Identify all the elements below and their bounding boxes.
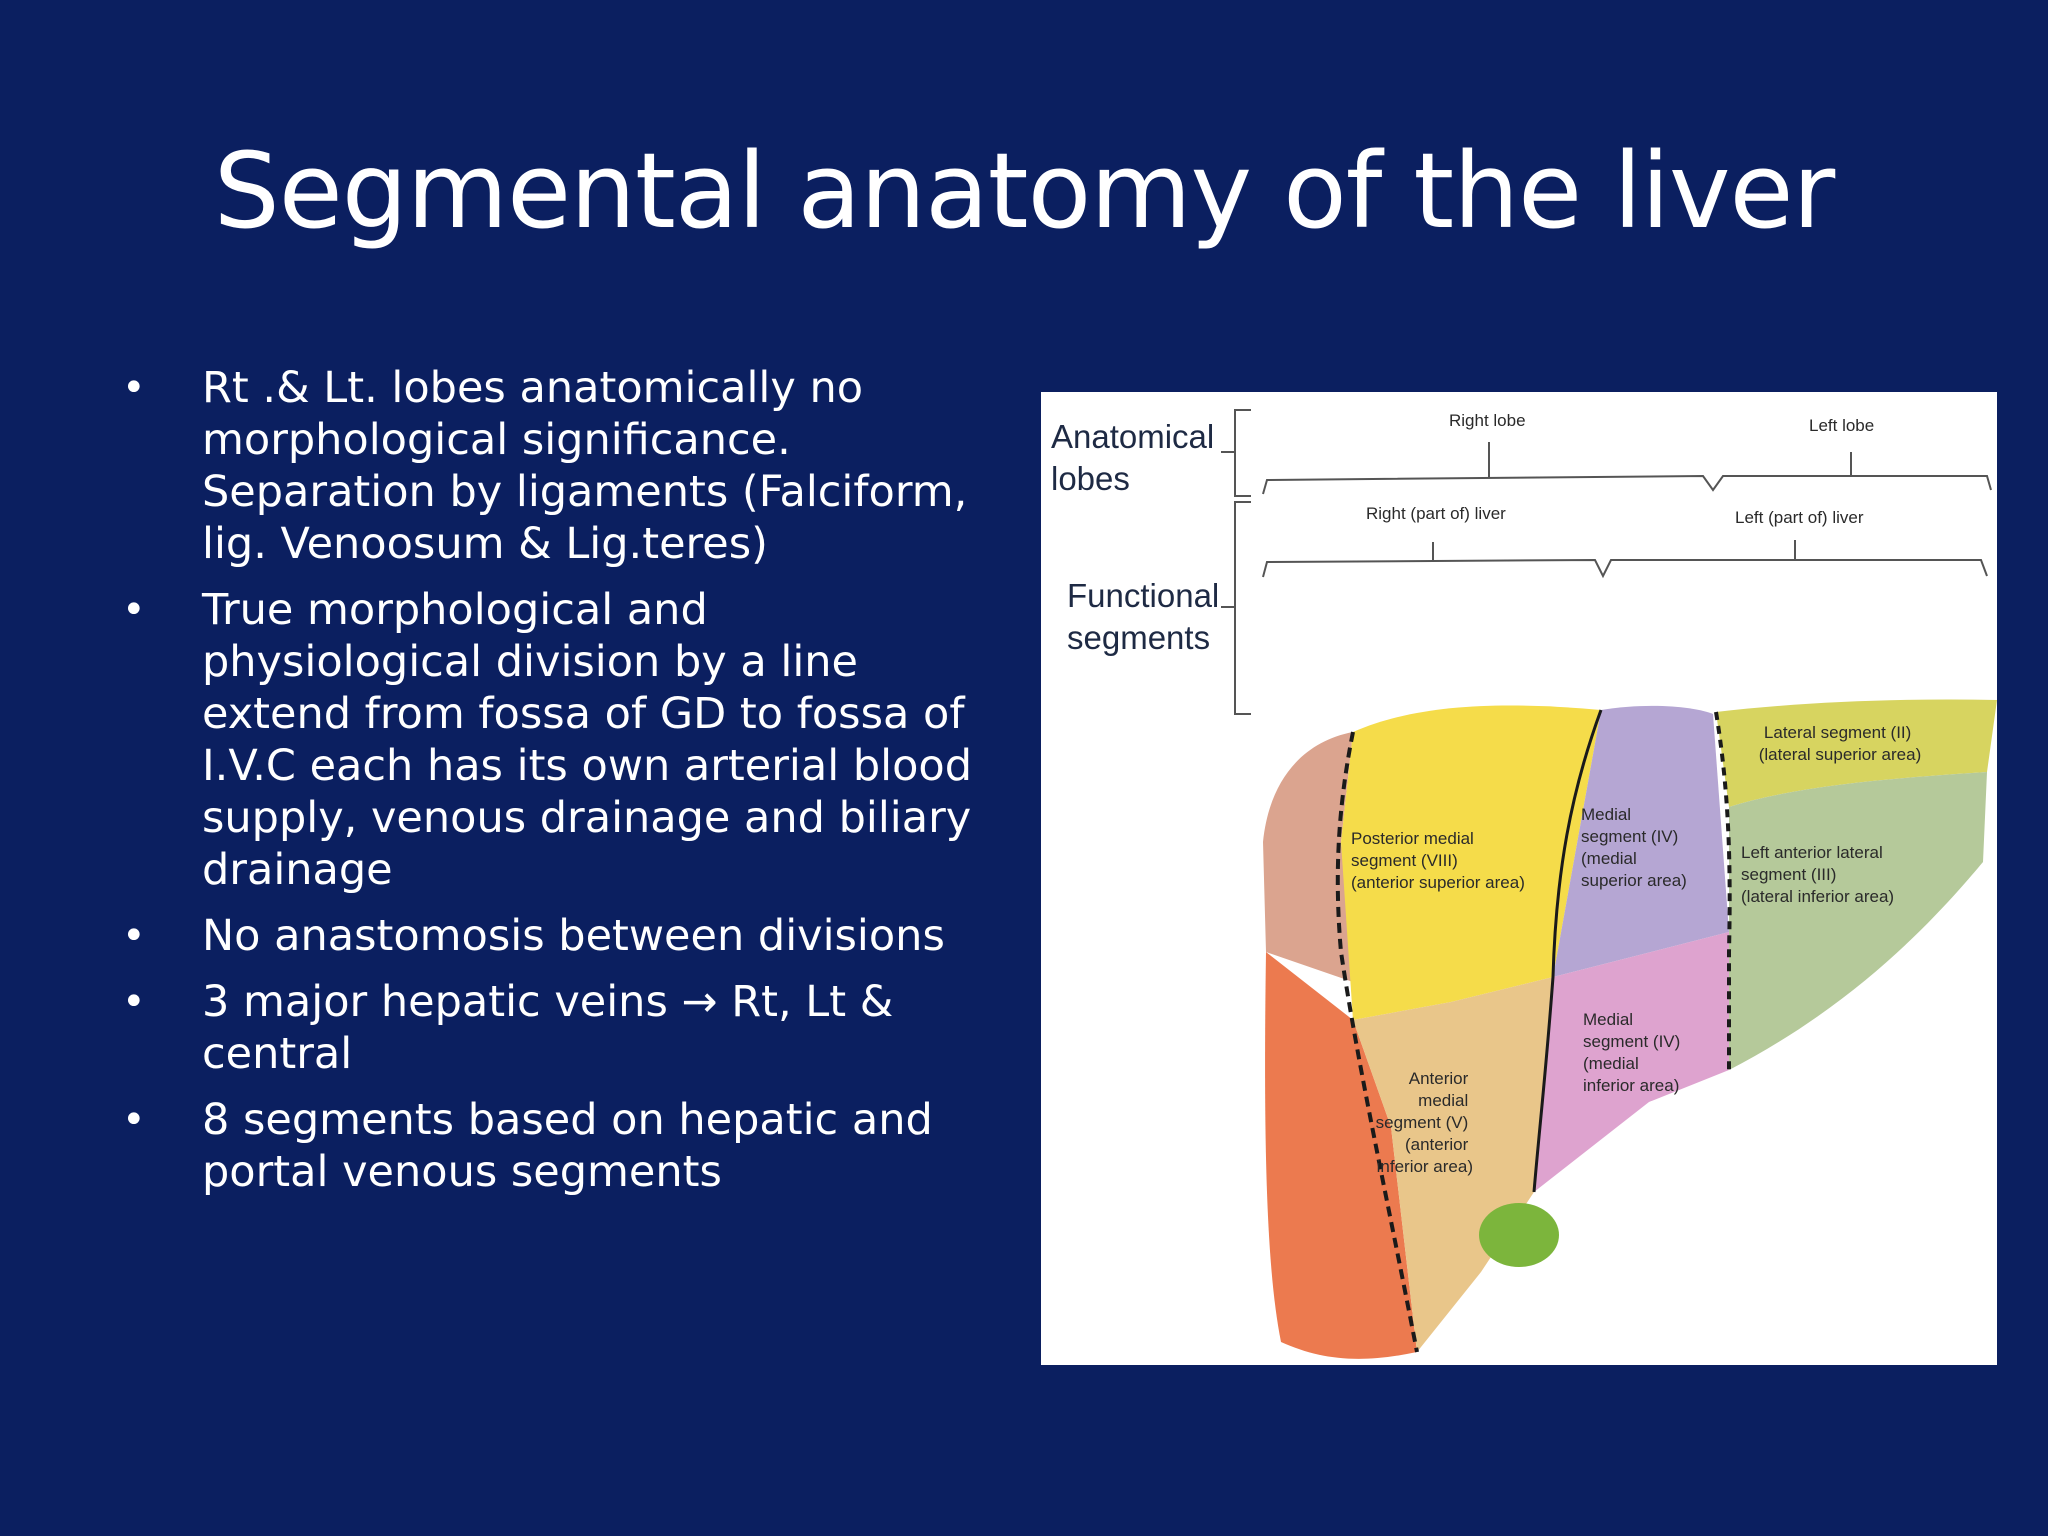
functional-segments-label-1: Functional	[1067, 577, 1219, 614]
segment-ii-label: Lateral segment (II) (lateral superior a…	[1759, 723, 1922, 764]
segment-iv-inferior-label: Medial segment (IV) (medial inferior are…	[1583, 1010, 1685, 1095]
segment-iv-sup-line-4: superior area)	[1581, 871, 1687, 890]
bullet-item: • Rt .& Lt. lobes anatomically no morphol…	[118, 362, 978, 570]
boundary-cantlie-line	[1532, 709, 1603, 1193]
bullet-text: True morphological and physiological div…	[202, 585, 972, 895]
segment-iv-inf-line-3: (medial	[1583, 1054, 1639, 1073]
bullet-item: • True morphological and physiological di…	[118, 584, 978, 896]
bullet-text: No anastomosis between divisions	[202, 911, 945, 961]
bullet-icon: •	[122, 365, 146, 411]
bullet-icon: •	[122, 587, 146, 633]
bullet-item: • No anastomosis between divisions	[118, 910, 978, 962]
segment-v-line-3: segment (V)	[1376, 1113, 1469, 1132]
functional-segments-label-2: segments	[1067, 619, 1210, 656]
anatomical-lobes-label-2: lobes	[1051, 460, 1130, 497]
segment-v-line-1: Anterior	[1409, 1069, 1469, 1088]
boundary-falciform-dashed	[1714, 711, 1732, 1070]
segment-viii-label: Posterior medial segment (VIII) (anterio…	[1351, 829, 1525, 892]
segment-ii-line-2: (lateral superior area)	[1759, 745, 1922, 764]
liver-region-segment-iv-inferior	[1534, 932, 1729, 1192]
right-liver-label: Right (part of) liver	[1366, 504, 1506, 523]
liver-region-segment-v	[1353, 977, 1553, 1352]
bullet-item: • 8 segments based on hepatic and portal …	[118, 1094, 978, 1198]
bullet-icon: •	[122, 1097, 146, 1143]
segment-viii-line-2: segment (VIII)	[1351, 851, 1458, 870]
bullet-icon: •	[122, 913, 146, 959]
segment-iii-line-2: segment (III)	[1741, 865, 1836, 884]
segment-iv-inf-line-2: segment (IV)	[1583, 1032, 1680, 1051]
segment-iii-line-3: (lateral inferior area)	[1741, 887, 1894, 906]
segment-v-line-5: inferior area)	[1377, 1157, 1473, 1176]
bullet-text: 3 major hepatic veins → Rt, Lt & central	[202, 977, 894, 1079]
anatomical-bracket	[1221, 409, 1251, 497]
liver-diagram-svg: Anatomical lobes Functional segments Rig…	[1051, 409, 1997, 1359]
liver-region-segment-iv-superior	[1553, 705, 1729, 977]
segment-iv-sup-line-3: (medial	[1581, 849, 1637, 868]
bullet-item: • 3 major hepatic veins → Rt, Lt & centra…	[118, 976, 978, 1080]
segment-viii-line-3: (anterior superior area)	[1351, 873, 1525, 892]
liver-diagram: Anatomical lobes Functional segments Rig…	[1041, 392, 1997, 1365]
liver-region-orange	[1265, 952, 1417, 1359]
segment-v-line-4: (anterior	[1405, 1135, 1469, 1154]
segment-viii-line-1: Posterior medial	[1351, 829, 1474, 848]
segment-v-line-2: medial	[1418, 1091, 1468, 1110]
segment-iv-inf-line-1: Medial	[1583, 1010, 1633, 1029]
segment-iii-label: Left anterior lateral segment (III) (lat…	[1741, 843, 1894, 906]
slide-title: Segmental anatomy of the liver	[213, 130, 1836, 252]
left-lobe-label: Left lobe	[1809, 416, 1874, 435]
segment-ii-line-1: Lateral segment (II)	[1764, 723, 1911, 742]
segment-v-label: Anterior medial segment (V) (anterior in…	[1376, 1069, 1473, 1176]
bullet-list: • Rt .& Lt. lobes anatomically no morphol…	[118, 362, 978, 1212]
liver-region-segment-ii	[1716, 699, 1997, 807]
gallbladder-shape	[1479, 1203, 1559, 1267]
liver-region-segment-iii	[1729, 772, 1987, 1070]
segment-iii-line-1: Left anterior lateral	[1741, 843, 1883, 862]
bullet-text: Rt .& Lt. lobes anatomically no morpholo…	[202, 363, 968, 569]
boundary-right-dashed	[1335, 731, 1419, 1353]
liver-region-rose	[1263, 732, 1353, 982]
anatomical-lobes-label-1: Anatomical	[1051, 418, 1214, 455]
segment-iv-inf-line-4: inferior area)	[1583, 1076, 1679, 1095]
segment-iv-sup-line-2: segment (IV)	[1581, 827, 1678, 846]
anatomical-lobes-brace	[1262, 474, 1992, 495]
right-lobe-label: Right lobe	[1449, 411, 1526, 430]
segment-iv-sup-line-1: Medial	[1581, 805, 1631, 824]
bullet-icon: •	[122, 979, 146, 1025]
liver-region-segment-viii	[1341, 705, 1601, 1020]
left-liver-label: Left (part of) liver	[1735, 508, 1864, 527]
functional-bracket	[1221, 501, 1251, 715]
segment-iv-superior-label: Medial segment (IV) (medial superior are…	[1581, 805, 1687, 890]
functional-brace	[1262, 558, 1988, 579]
bullet-text: 8 segments based on hepatic and portal v…	[202, 1095, 933, 1197]
